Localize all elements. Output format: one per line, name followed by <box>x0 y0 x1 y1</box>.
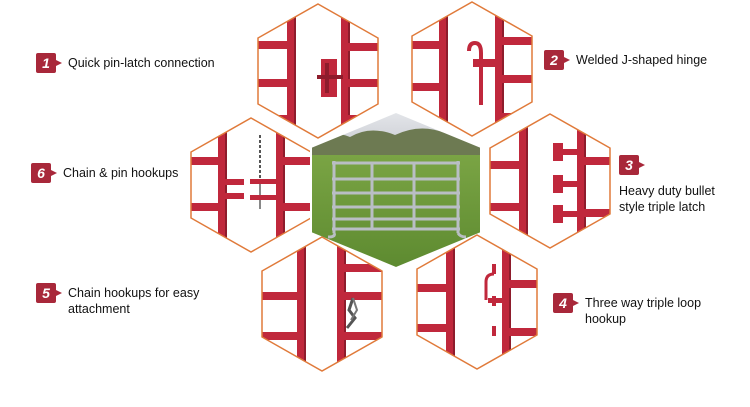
callout-4: 4 Three way triple loop hookup <box>553 293 743 327</box>
number-badge: 1 <box>36 53 62 73</box>
chain-hookup-closeup-photo <box>261 236 383 372</box>
callout-2: 2 Welded J-shaped hinge <box>544 50 744 70</box>
callout-label: Three way triple loop hookup <box>585 296 702 326</box>
callout-label: Welded J-shaped hinge <box>576 53 708 67</box>
callout-5: 5 Chain hookups for easy attachment <box>36 283 236 317</box>
number-badge: 4 <box>553 293 579 313</box>
chain-pin-closeup-photo <box>190 117 312 253</box>
bullet-latch-closeup-photo <box>489 113 611 249</box>
callout-label: Heavy duty bullet style triple latch <box>619 184 715 214</box>
callout-1: 1 Quick pin-latch connection <box>36 53 251 73</box>
pin-latch-closeup-photo <box>257 3 379 139</box>
callout-label: Chain & pin hookups <box>63 166 179 180</box>
number-badge: 6 <box>31 163 57 183</box>
callout-3: 3 Heavy duty bullet style triple latch <box>619 155 739 215</box>
number-badge: 5 <box>36 283 62 303</box>
callout-6: 6 Chain & pin hookups <box>31 163 191 183</box>
triple-loop-closeup-photo <box>416 234 538 370</box>
number-badge: 2 <box>544 50 570 70</box>
number-badge: 3 <box>619 155 645 175</box>
callout-label: Chain hookups for easy attachment <box>68 286 200 316</box>
callout-label: Quick pin-latch connection <box>68 56 215 70</box>
j-hinge-closeup-photo <box>411 1 533 137</box>
